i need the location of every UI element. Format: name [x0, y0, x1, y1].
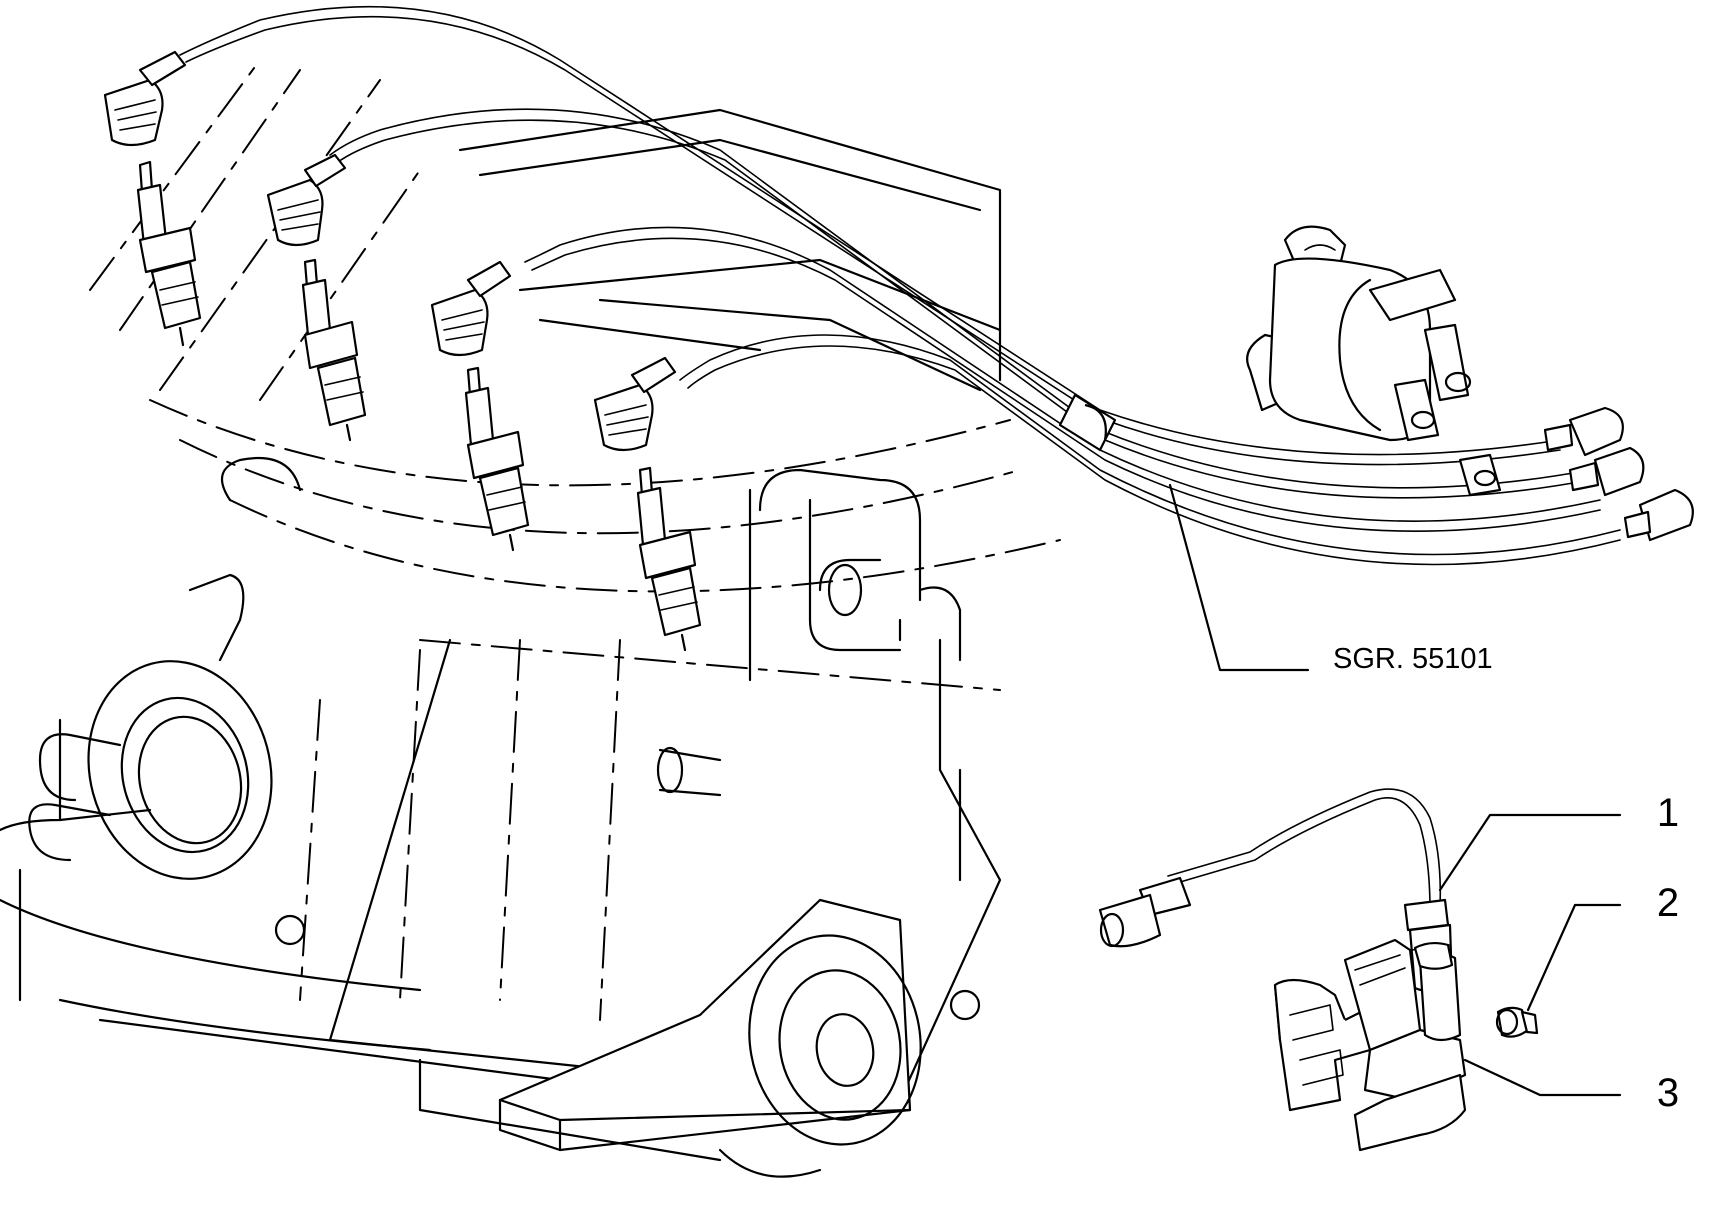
spark-plug-cap-1: [103, 50, 187, 147]
reference-label: SGR. 55101: [1333, 643, 1493, 675]
leader-line-1: [1438, 813, 1622, 892]
spark-plug-1: [136, 160, 202, 347]
spark-plug-cap-3: [430, 260, 512, 357]
ignition-lead-set: [103, 5, 1694, 566]
screw: [1495, 1006, 1539, 1038]
callout-2: 2: [1657, 881, 1679, 925]
ignition-coil: [1273, 938, 1467, 1152]
spark-plug-cap-4: [593, 356, 677, 452]
callout-3: 3: [1657, 1071, 1679, 1115]
spark-plug-2: [301, 258, 367, 442]
leader-line-3: [1463, 1058, 1622, 1097]
leader-lines: [1168, 483, 1622, 1097]
spark-plug-3: [464, 366, 530, 552]
leader-line-2: [1526, 903, 1622, 1012]
spark-plug-4: [636, 466, 702, 652]
leader-line-sgr: [1168, 483, 1310, 672]
spark-plug-cap-2: [266, 153, 347, 247]
distributor-cap: [1246, 225, 1502, 497]
callout-1: 1: [1657, 791, 1679, 835]
